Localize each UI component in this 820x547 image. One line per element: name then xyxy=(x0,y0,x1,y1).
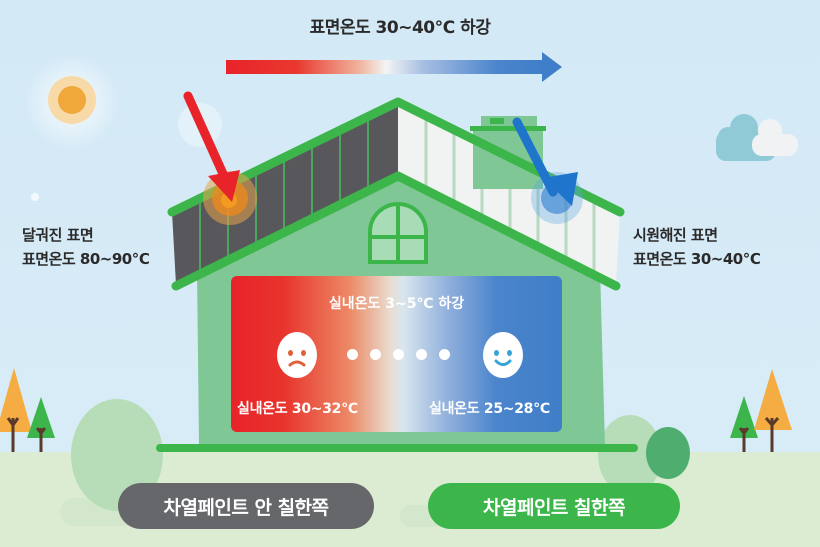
heated-surface-temp: 표면온도 80~90℃ xyxy=(22,250,150,268)
cooled-surface-temp: 표면온도 30~40℃ xyxy=(633,250,761,268)
cooled-surface-title: 시원해진 표면 xyxy=(633,226,718,244)
bush xyxy=(598,415,662,495)
indoor-temp-unpainted: 실내온도 30~32℃ xyxy=(237,401,358,417)
tree-icon xyxy=(0,368,32,452)
heated-surface-label: 달궈진 표면 표면온도 80~90℃ xyxy=(22,223,150,271)
cooled-surface-label: 시원해진 표면 표면온도 30~40℃ xyxy=(633,223,761,271)
house-base xyxy=(156,444,638,452)
tree-icon xyxy=(730,396,758,452)
tree-icon xyxy=(27,397,55,452)
cloud-icon xyxy=(716,114,798,161)
sun-icon xyxy=(24,54,222,201)
sun-ray-arrow-hot xyxy=(183,91,240,202)
indoor-temp-drop-title: 실내온도 3~5℃ 하강 xyxy=(328,296,465,312)
tree-icon xyxy=(754,369,792,452)
happy-face-icon xyxy=(483,332,523,378)
unpainted-side-label: 차열페인트 안 칠한쪽 xyxy=(118,483,374,529)
heated-surface-title: 달궈진 표면 xyxy=(22,226,94,244)
indoor-temp-painted: 실내온도 25~28℃ xyxy=(429,401,550,417)
sad-face-icon xyxy=(277,332,317,378)
painted-side-label: 차열페인트 칠한쪽 xyxy=(428,483,680,529)
indoor-temp-panel: 실내온도 3~5℃ 하강 실내온도 30~32℃ 실내온도 25~28℃ xyxy=(231,276,562,432)
transition-dots xyxy=(347,349,450,360)
surface-temp-gradient-arrow xyxy=(226,52,562,82)
reflected-ray-arrow-cool xyxy=(512,117,578,206)
surface-temp-drop-title: 표면온도 30~40℃ 하강 xyxy=(309,18,491,38)
bush xyxy=(646,427,690,479)
roof-edge-lower xyxy=(171,171,621,291)
window-icon xyxy=(368,202,428,264)
